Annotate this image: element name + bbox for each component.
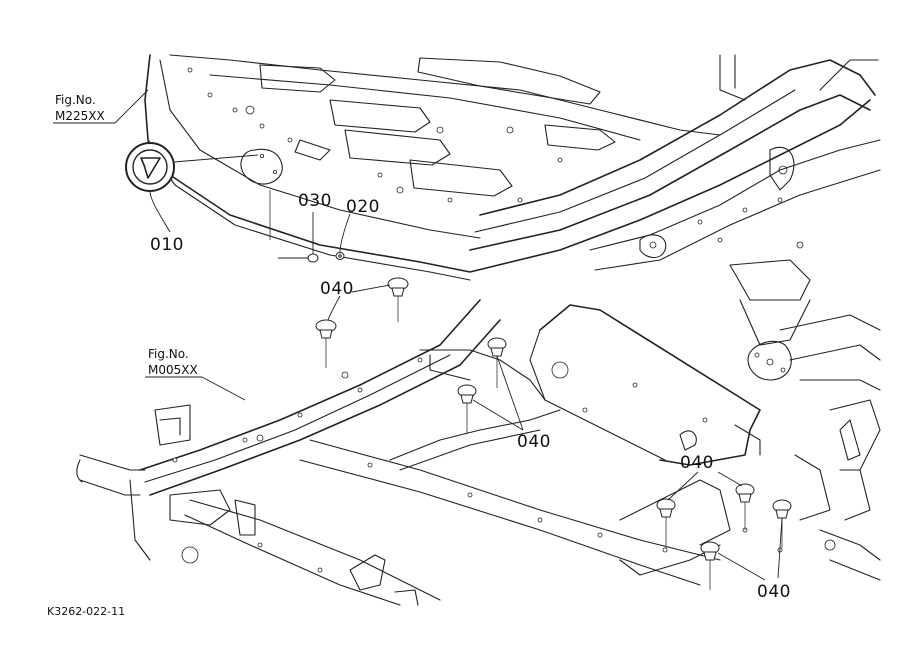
callout-040-right-upper: 040 — [680, 453, 714, 473]
plug-040 — [315, 277, 792, 590]
emblem-010 — [125, 142, 259, 192]
floor-panel — [144, 54, 871, 281]
seat-plate — [529, 304, 761, 466]
lower-chassis — [76, 299, 783, 606]
callout-040-upper: 040 — [320, 279, 354, 299]
label-fig-m225xx: Fig.No. M225XX — [55, 93, 105, 123]
callout-040-right-lower: 040 — [757, 582, 791, 602]
fig-ref-2-line2: M005XX — [148, 363, 198, 377]
plug-040-5 — [656, 498, 676, 548]
plug-040-8 — [700, 541, 720, 590]
right-frame — [589, 139, 881, 581]
plug-040-2 — [315, 319, 337, 368]
leader-lines — [53, 89, 783, 581]
plug-040-7 — [772, 499, 792, 548]
floor-holes — [187, 67, 563, 203]
cross-beam — [469, 54, 879, 251]
drawing-code: K3262-022-11 — [47, 605, 125, 618]
plug-040-4 — [457, 384, 477, 434]
label-fig-m005xx: Fig.No. M005XX — [148, 347, 198, 377]
plug-040-6 — [735, 483, 755, 530]
fig-ref-1-line1: Fig.No. — [55, 93, 96, 107]
plug-040-3 — [487, 337, 507, 388]
fig-ref-2-line1: Fig.No. — [148, 347, 189, 361]
fig-ref-1-line2: M225XX — [55, 109, 105, 123]
nut-020 — [335, 252, 345, 260]
callout-040-middle: 040 — [517, 432, 551, 452]
callout-030: 030 — [298, 191, 332, 211]
callout-010: 010 — [150, 235, 184, 255]
plug-040-1 — [387, 277, 409, 322]
washer-030 — [278, 253, 319, 263]
callout-020: 020 — [346, 197, 380, 217]
